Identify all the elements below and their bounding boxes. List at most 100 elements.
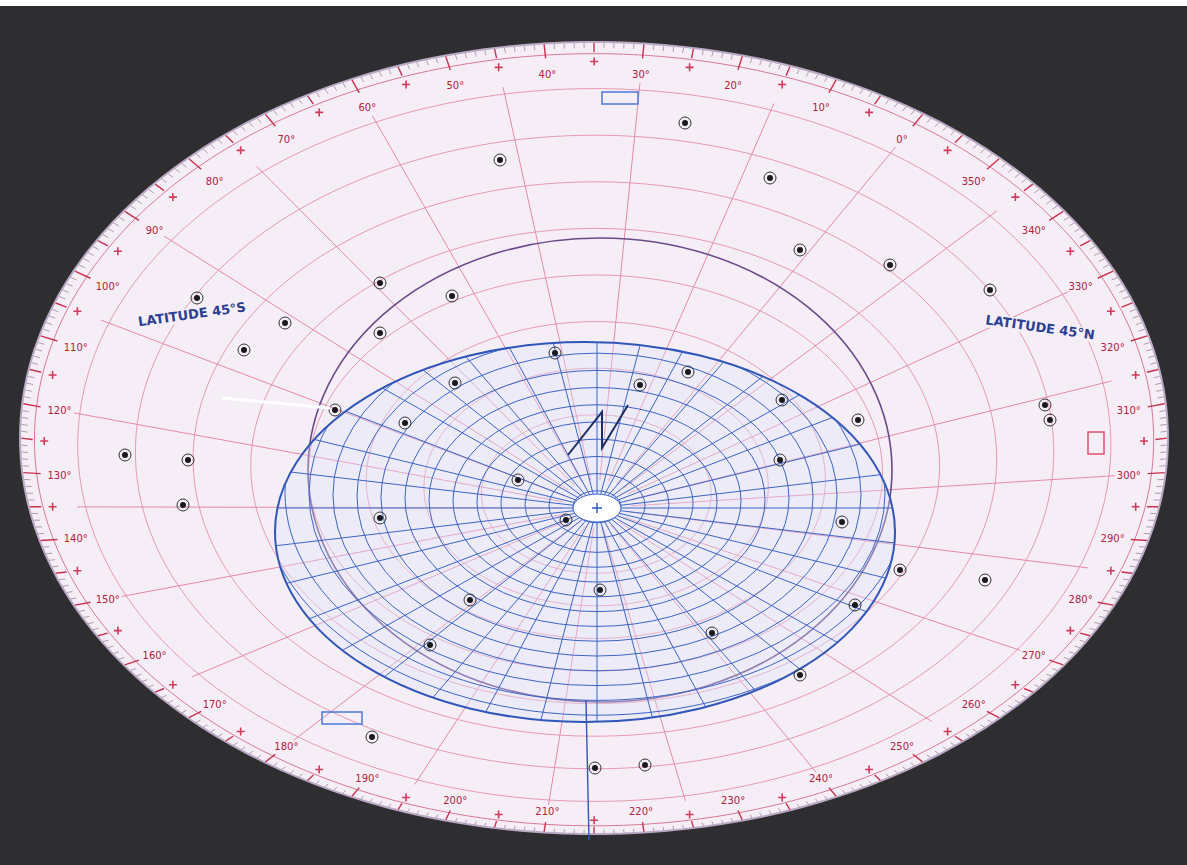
degree-label: 260° — [960, 699, 988, 710]
degree-tick — [643, 822, 644, 832]
degree-tick — [211, 144, 215, 148]
degree-tick — [361, 77, 364, 82]
degree-tick — [824, 796, 827, 799]
degree-tick — [738, 811, 742, 820]
degree-tick — [155, 184, 164, 190]
star-dot — [515, 477, 521, 483]
degree-tick — [514, 826, 516, 830]
degree-tick — [842, 83, 845, 88]
degree-tick — [446, 811, 451, 820]
degree-tick — [465, 820, 466, 823]
scale-marker — [169, 193, 177, 201]
degree-tick — [1160, 451, 1166, 453]
degree-tick — [417, 811, 419, 814]
degree-tick — [682, 825, 684, 829]
star-dot — [552, 350, 558, 356]
star-dot — [402, 420, 408, 426]
degree-tick — [119, 217, 124, 220]
degree-tick — [534, 45, 536, 50]
degree-label: 150° — [94, 594, 122, 605]
degree-label: 130° — [46, 469, 74, 480]
star-ring — [329, 404, 341, 416]
star-ring — [894, 564, 906, 576]
degree-tick — [593, 827, 594, 834]
azimuth-line — [524, 517, 595, 784]
degree-tick — [59, 578, 65, 580]
degree-tick — [1144, 343, 1150, 345]
degree-tick — [663, 46, 665, 51]
degree-tick — [274, 110, 278, 114]
degree-tick — [1052, 206, 1057, 209]
azimuth-line — [606, 515, 867, 723]
scale-marker — [402, 793, 410, 801]
degree-tick — [987, 711, 999, 717]
degree-tick — [1131, 539, 1148, 541]
degree-tick — [182, 710, 187, 712]
degree-label: 110° — [62, 341, 90, 352]
star-ring — [119, 449, 131, 461]
degree-tick — [633, 44, 634, 49]
scale-marker — [778, 793, 786, 801]
degree-tick — [495, 821, 497, 827]
degree-tick — [352, 80, 359, 93]
degree-tick — [34, 520, 40, 521]
degree-tick — [25, 390, 31, 391]
degree-tick — [911, 763, 914, 766]
degree-tick — [1103, 265, 1109, 268]
degree-tick — [1123, 578, 1129, 580]
scale-marker — [49, 371, 57, 379]
scale-marker — [1107, 567, 1115, 575]
degree-tick — [672, 47, 674, 52]
degree-tick — [175, 705, 180, 707]
star-dot — [852, 602, 858, 608]
degree-tick — [935, 751, 939, 754]
scale-marker — [40, 437, 48, 445]
degree-label: 330° — [1067, 281, 1095, 292]
degree-tick — [1122, 303, 1133, 307]
star-dot — [797, 247, 803, 253]
degree-tick — [1130, 309, 1136, 311]
degree-tick — [1150, 513, 1156, 514]
scale-marker — [315, 765, 323, 773]
degree-tick — [46, 323, 52, 325]
declination-ring — [193, 182, 996, 736]
degree-tick — [436, 58, 438, 63]
degree-tick — [22, 417, 28, 419]
degree-tick — [1069, 223, 1074, 226]
degree-tick — [1049, 660, 1063, 665]
star-dot — [497, 157, 503, 163]
scale-marker — [1066, 247, 1074, 255]
degree-tick — [1046, 674, 1051, 676]
degree-tick — [282, 767, 285, 770]
degree-tick — [1148, 520, 1154, 521]
degree-tick — [1123, 297, 1129, 299]
center-cross — [592, 503, 602, 513]
degree-tick — [282, 107, 285, 111]
degree-tick — [1074, 646, 1079, 648]
degree-label: 100° — [94, 281, 122, 292]
degree-tick — [987, 159, 999, 170]
degree-tick — [1022, 179, 1027, 183]
degree-tick — [815, 74, 817, 79]
degree-tick — [32, 513, 38, 514]
scale-marker — [169, 681, 177, 689]
degree-tick — [1139, 329, 1145, 331]
degree-tick — [829, 788, 836, 797]
degree-tick — [1049, 211, 1063, 220]
degree-tick — [1098, 271, 1114, 278]
degree-tick — [52, 566, 58, 568]
scale-marker — [778, 80, 786, 88]
degree-tick — [196, 154, 200, 158]
degree-tick — [389, 804, 391, 807]
degree-label: 40° — [537, 68, 559, 79]
degree-tick — [24, 479, 30, 480]
scale-marker — [114, 627, 122, 635]
azimuth-line — [611, 508, 1017, 509]
scale-marker — [237, 146, 245, 154]
degree-tick — [623, 43, 624, 48]
degree-tick — [1133, 316, 1139, 318]
star-dot — [185, 457, 191, 463]
degree-tick — [1034, 189, 1039, 193]
degree-tick — [980, 149, 984, 153]
star-ring — [494, 154, 506, 166]
